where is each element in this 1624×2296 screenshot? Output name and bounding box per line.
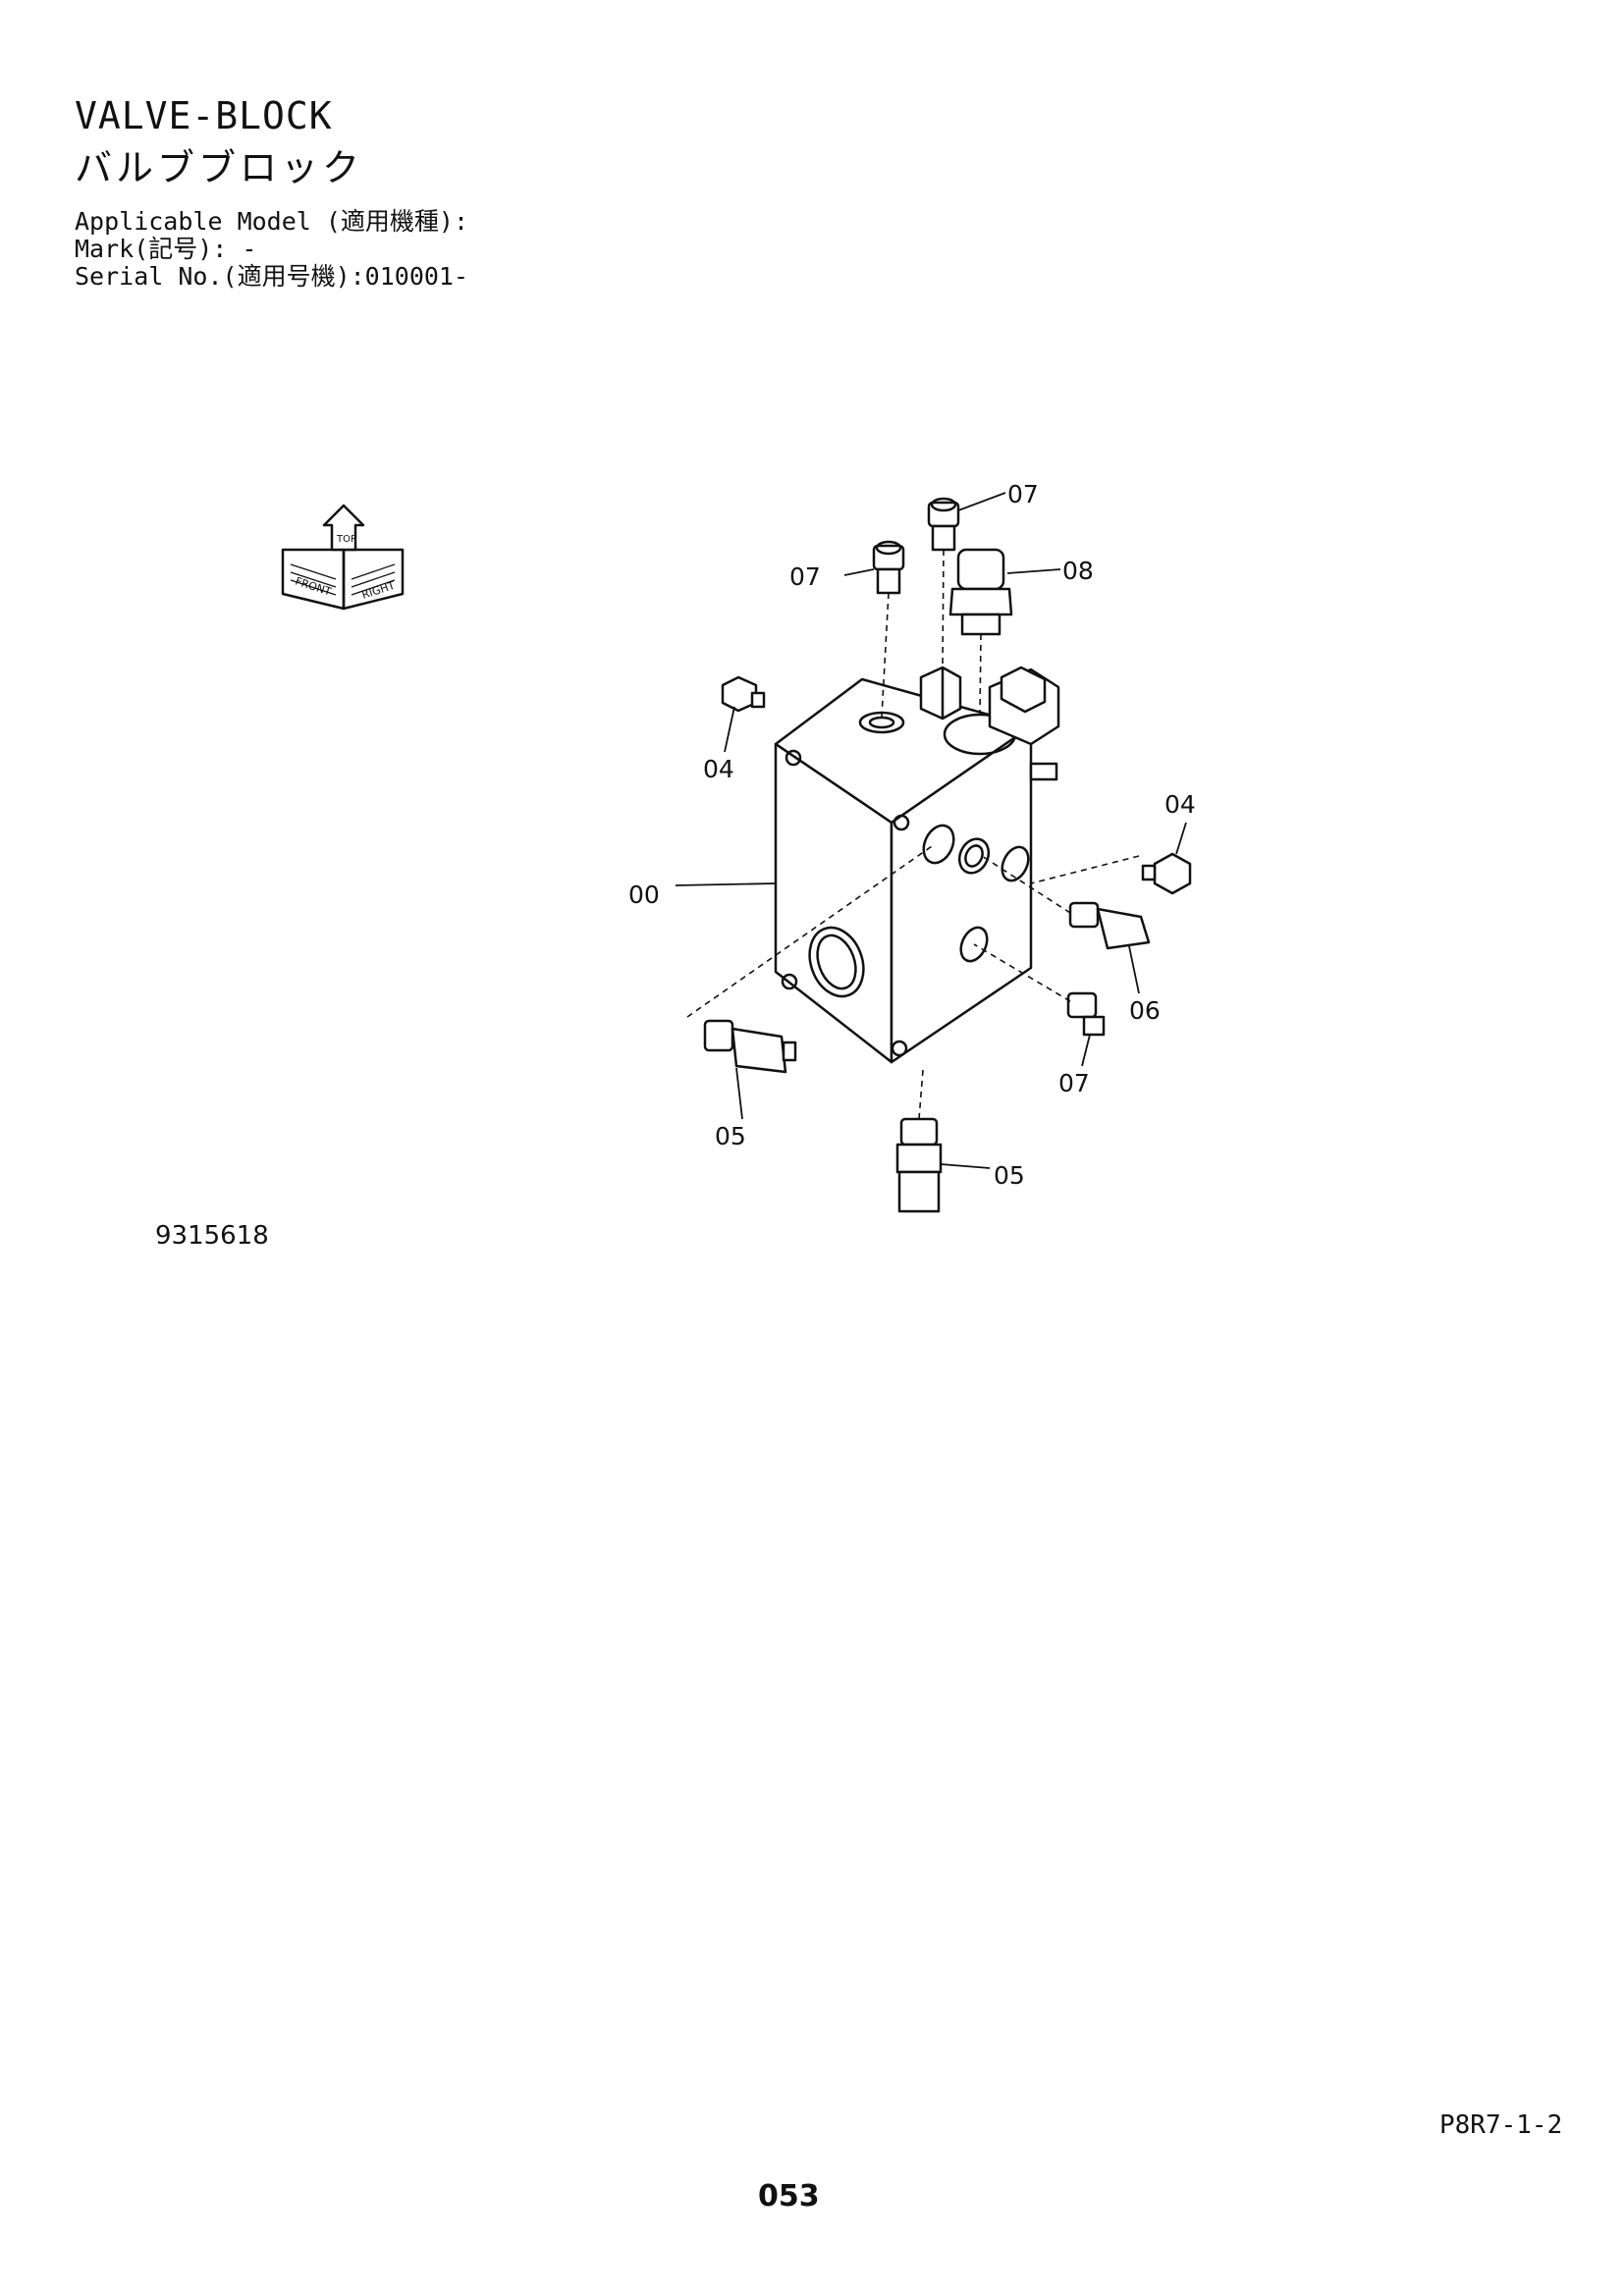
callout-07-right: 07 (1058, 1069, 1090, 1097)
orientation-label-front: FRONT (294, 574, 333, 598)
callout-05-left: 05 (715, 1122, 746, 1150)
callout-07-top-left: 07 (789, 562, 821, 591)
leader-lines (675, 492, 1187, 1169)
sensor-06 (1068, 901, 1151, 950)
page-title: VALVE-BLOCK (75, 94, 333, 137)
orientation-label-top: TOP (336, 534, 356, 545)
figure-number: 9315618 (155, 1221, 269, 1251)
callout-04-right: 04 (1164, 790, 1196, 819)
valve-block-body (774, 666, 1060, 1064)
sensor-05-left (703, 1019, 797, 1074)
plug-04-right (1141, 852, 1192, 895)
fitting-07-top-left (872, 540, 905, 595)
callout-06: 06 (1129, 996, 1161, 1025)
page-title-japanese: バルブブロック (75, 146, 364, 189)
assembly-lines (686, 549, 1140, 1120)
callout-00: 00 (628, 881, 660, 909)
callout-04-left: 04 (703, 755, 734, 783)
fitting-07-top (927, 497, 960, 552)
sensor-05-bottom (895, 1117, 943, 1213)
serial-number: Serial No.(適用号機):010001- (75, 262, 469, 291)
callout-05-bottom: 05 (994, 1161, 1025, 1190)
orientation-arrows-icon: FRONT TOP RIGHT (281, 504, 405, 611)
fitting-07-right (1066, 991, 1106, 1037)
page-reference: P8R7-1-2 (1439, 2110, 1563, 2140)
callout-08: 08 (1062, 557, 1094, 585)
applicable-model: Applicable Model (適用機種): (75, 207, 469, 236)
plug-04-left (721, 675, 766, 713)
fitting-08 (948, 548, 1013, 636)
callout-07-top: 07 (1007, 480, 1039, 508)
mark-field: Mark(記号): - (75, 235, 257, 263)
page-number: 053 (758, 2179, 820, 2214)
